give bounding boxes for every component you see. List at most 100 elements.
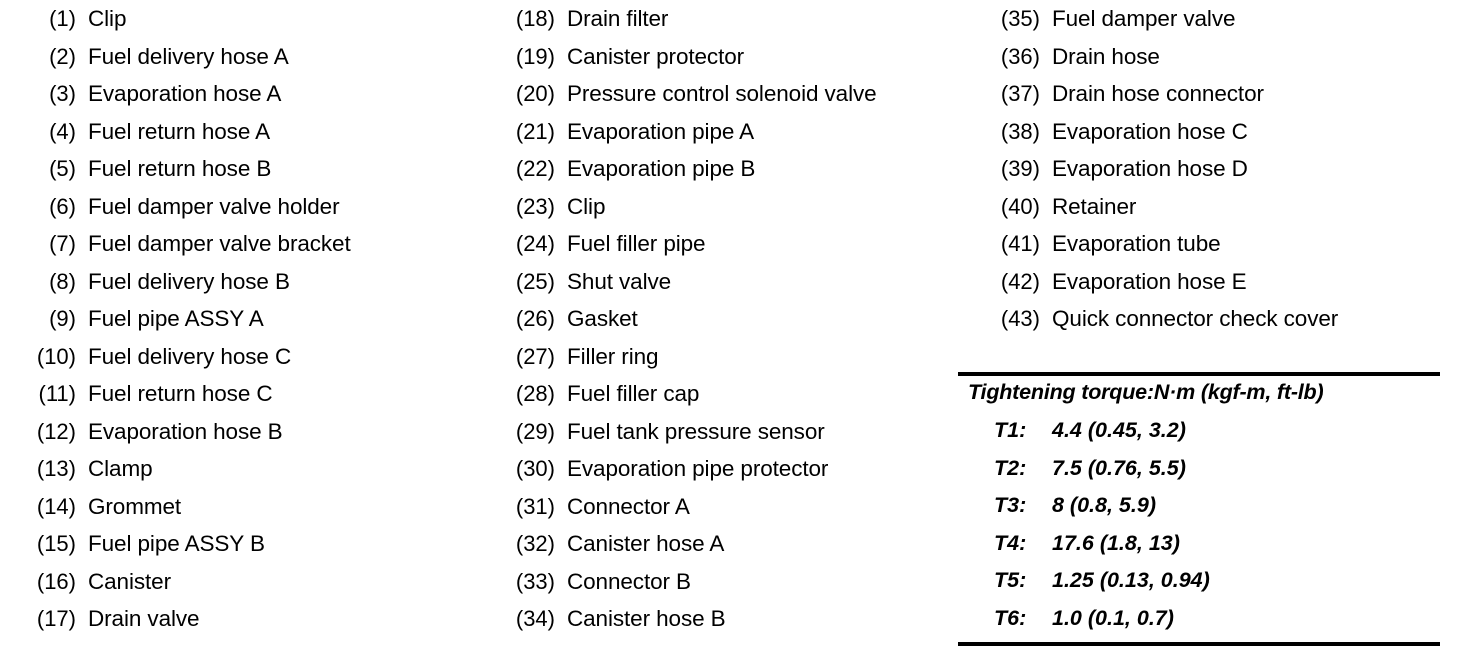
part-index: (33)	[515, 568, 555, 594]
part-index: (1)	[49, 6, 76, 31]
part-label: Gasket	[567, 306, 638, 331]
part-list-item: (41) Evaporation tube	[930, 225, 1472, 263]
part-label: Fuel return hose C	[88, 381, 273, 406]
part-label: Canister hose B	[567, 606, 726, 631]
part-index: (42)	[1000, 268, 1040, 294]
part-label: Drain filter	[567, 6, 669, 31]
part-index: (18)	[515, 6, 555, 31]
torque-value: 1.0 (0.1, 0.7)	[1052, 605, 1174, 630]
part-label: Connector A	[567, 493, 690, 519]
part-label: Pressure control solenoid valve	[567, 81, 877, 106]
part-label: Clip	[88, 6, 127, 31]
part-label: Quick connector check cover	[1052, 306, 1339, 331]
part-list-item: (4) Fuel return hose A	[0, 113, 480, 151]
part-list-item: (43)Quick connector check cover	[930, 300, 1472, 338]
part-list-item: (28) Fuel filler cap	[450, 375, 930, 413]
part-index: (24)	[515, 231, 555, 256]
part-list-item: (3)Evaporation hose A	[0, 75, 480, 113]
torque-table-title: Tightening torque:N·m (kgf-m, ft-lb)	[968, 380, 1324, 404]
part-list-item: (39)Evaporation hose D	[930, 150, 1472, 188]
part-label: Evaporation hose B	[88, 418, 283, 444]
torque-key: T6:	[994, 605, 1027, 630]
part-label: Fuel filler pipe	[567, 231, 706, 256]
part-index: (14)	[36, 493, 76, 519]
part-list-item: (24) Fuel filler pipe	[450, 225, 930, 263]
parts-column-2: (18) Drain filter (19) Canister protector (2…	[450, 0, 930, 638]
torque-value: 7.5 (0.76, 5.5)	[1052, 455, 1186, 480]
part-label: Fuel filler cap	[567, 381, 700, 406]
parts-column-1: (1)Clip(2)Fuel delivery hose A(3)Evapora…	[0, 0, 480, 638]
part-index: (35)	[1000, 6, 1040, 31]
part-label: Canister protector	[567, 43, 745, 69]
part-label: Evaporation hose D	[1052, 156, 1248, 181]
part-label: Evaporation hose E	[1052, 268, 1247, 294]
torque-value: 4.4 (0.45, 3.2)	[1052, 418, 1186, 442]
part-label: Filler ring	[567, 343, 659, 369]
part-list-item: (9)Fuel pipe ASSY A	[0, 300, 480, 338]
part-label: Fuel tank pressure sensor	[567, 418, 825, 444]
part-list-item: (22)Evaporation pipe B	[450, 150, 930, 188]
torque-key: T4:	[994, 530, 1027, 555]
part-label: Canister	[88, 568, 171, 594]
part-label: Drain hose	[1052, 43, 1160, 69]
torque-key: T1:	[994, 418, 1027, 442]
part-index: (10)	[36, 343, 76, 369]
part-index: (29)	[515, 418, 555, 444]
part-list-item: (38)Evaporation hose C	[930, 113, 1472, 151]
part-list-item: (14)Grommet	[0, 488, 480, 526]
part-index: (28)	[515, 381, 555, 406]
part-index: (22)	[515, 156, 555, 181]
part-label: Retainer	[1052, 193, 1137, 219]
part-index: (34)	[515, 606, 555, 631]
part-label: Clip	[567, 193, 606, 219]
part-index: (38)	[1000, 118, 1040, 144]
part-index: (6)	[49, 193, 76, 219]
torque-value: 8 (0.8, 5.9)	[1052, 493, 1156, 517]
part-label: Shut valve	[567, 268, 672, 294]
part-index: (8)	[49, 268, 76, 294]
part-index: (37)	[1000, 81, 1040, 106]
torque-value: 1.25 (0.13, 0.94)	[1052, 568, 1210, 592]
part-index: (27)	[515, 343, 555, 369]
part-label: Fuel delivery hose A	[88, 43, 289, 69]
torque-table-bottom-rule	[958, 642, 1440, 646]
part-list-item: (13)Clamp	[0, 450, 480, 488]
part-index: (16)	[36, 568, 76, 594]
part-index: (12)	[36, 418, 76, 444]
part-list-item: (29) Fuel tank pressure sensor	[450, 413, 930, 451]
part-index: (41)	[1000, 231, 1040, 256]
part-list-item: (7)Fuel damper valve bracket	[0, 225, 480, 263]
part-index: (23)	[515, 193, 555, 219]
torque-value: 17.6 (1.8, 13)	[1052, 530, 1180, 555]
part-list-item: (34) Canister hose B	[450, 600, 930, 638]
part-list-item: (10)Fuel delivery hose C	[0, 338, 480, 376]
part-list-item: (31)Connector A	[450, 488, 930, 526]
part-list-item: (5)Fuel return hose B	[0, 150, 480, 188]
part-list-item: (18) Drain filter	[450, 0, 930, 38]
part-list-item: (15)Fuel pipe ASSY B	[0, 525, 480, 563]
part-list-item: (40) Retainer	[930, 188, 1472, 226]
part-list-item: (42) Evaporation hose E	[930, 263, 1472, 301]
part-label: Fuel damper valve holder	[88, 193, 340, 219]
part-label: Fuel return hose A	[88, 118, 271, 144]
part-list-item: (36)Drain hose	[930, 38, 1472, 76]
part-list-item: (6) Fuel damper valve holder	[0, 188, 480, 226]
part-index: (4)	[49, 118, 76, 144]
part-list-item: (21)Evaporation pipe A	[450, 113, 930, 151]
part-index: (40)	[1000, 193, 1040, 219]
part-list-item: (33)Connector B	[450, 563, 930, 601]
part-label: Fuel damper valve bracket	[88, 231, 351, 256]
part-list-item: (17)Drain valve	[0, 600, 480, 638]
part-label: Evaporation tube	[1052, 231, 1221, 256]
part-list-item: (25)Shut valve	[450, 263, 930, 301]
part-index: (5)	[49, 156, 76, 181]
part-index: (20)	[515, 81, 555, 106]
torque-table-top-rule	[958, 372, 1440, 376]
part-list-item: (1) Clip	[0, 0, 480, 38]
part-label: Drain hose connector	[1052, 81, 1264, 106]
part-index: (19)	[515, 43, 555, 69]
part-label: Fuel delivery hose B	[88, 268, 290, 294]
part-list-item: (19) Canister protector	[450, 38, 930, 76]
part-index: (15)	[36, 531, 76, 556]
